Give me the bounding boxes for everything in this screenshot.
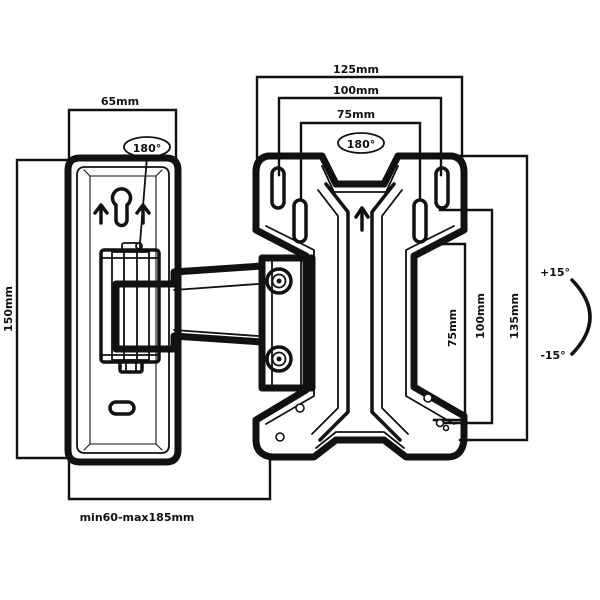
vesa-plate-outline — [252, 152, 468, 461]
label-vesa-100-h: 100mm — [333, 84, 379, 97]
vesa-rib-left-edge — [311, 189, 339, 435]
vesa-hole-bottom-right-outer — [435, 418, 445, 428]
dim-vesa-75-h-line — [299, 121, 422, 202]
tilt-arc-icon — [570, 278, 592, 356]
wall-plate-bottom-slot — [108, 400, 136, 416]
dim-vesa-135-v-line — [458, 154, 529, 442]
label-wall-height: 150mm — [2, 286, 15, 332]
hinge-bracket — [99, 242, 161, 374]
hinge-nut-facets — [125, 360, 137, 373]
vesa-plate-left-inner — [265, 225, 315, 425]
label-vesa-135-v: 135mm — [508, 293, 521, 339]
hinge-bracket-body — [99, 248, 161, 364]
knuckle-bolt-bottom — [265, 345, 293, 373]
vesa-hole-bottom-left-inner — [295, 403, 305, 413]
dim-vesa-75-v-line — [432, 242, 467, 422]
label-vesa-125-h: 125mm — [333, 63, 379, 76]
knuckle-bolt-bottom-inner — [271, 351, 287, 367]
vesa-rib-right — [370, 182, 402, 442]
dim-wall-height-line — [15, 158, 72, 460]
wall-plate — [64, 154, 182, 466]
hinge-top-cap — [121, 242, 141, 252]
label-vesa-75-v: 75mm — [446, 309, 459, 347]
wall-rotation-label: 180° — [133, 142, 161, 155]
label-extension: min60-max185mm — [80, 511, 195, 524]
vesa-rib-left — [318, 182, 350, 442]
vesa-slot-top-left-outer — [270, 166, 286, 210]
plate-rotation-label: 180° — [347, 138, 375, 151]
label-vesa-75-h: 75mm — [337, 108, 375, 121]
plate-rotation-arc-icon — [337, 132, 385, 154]
vesa-hole-bottom-right-inner — [423, 393, 433, 403]
dimension-labels: 65mm 150mm min60-max185mm 125mm 100mm 75… — [2, 63, 570, 524]
knuckle-bolt-top — [265, 267, 293, 295]
vesa-slot-top-left-inner — [292, 198, 308, 244]
tilt-indicator — [570, 278, 592, 356]
label-wall-width: 65mm — [101, 95, 139, 108]
up-arrow-left-icon — [93, 203, 109, 225]
knuckle-bolt-top-center — [276, 278, 282, 284]
dim-extension-line — [67, 453, 272, 501]
vesa-plate-bottom-inner — [315, 431, 405, 449]
hinge-barrel-lines — [123, 251, 138, 361]
wall-rotation-leader — [139, 156, 148, 244]
vesa-plate-top-notch — [321, 165, 399, 193]
vesa-rib-right-edge — [381, 189, 409, 435]
dim-vesa-100-h-line — [277, 96, 443, 177]
label-vesa-100-v: 100mm — [474, 293, 487, 339]
vesa-slot-top-right-outer — [434, 166, 450, 210]
label-tilt-down: -15° — [540, 349, 565, 362]
wall-plate-outline — [64, 154, 182, 466]
rotation-indicators: 180° 180° — [123, 132, 385, 244]
dimension-lines — [15, 75, 529, 501]
hinge-nut — [118, 359, 144, 374]
vesa-up-arrow-icon — [354, 206, 370, 232]
knuckle-bolt-top-inner — [271, 273, 287, 289]
swivel-knuckle — [258, 254, 316, 392]
knuckle-bolt-bottom-center — [276, 356, 282, 362]
hinge-bracket-edges — [100, 257, 160, 356]
swivel-knuckle-outline — [258, 254, 316, 392]
keyhole-slot-icon — [110, 187, 133, 228]
dim-vesa-125-h-line — [255, 75, 464, 160]
vesa-hole-bottom-right-small — [442, 424, 450, 432]
arm-edges — [173, 283, 259, 337]
vesa-slot-top-right-inner — [412, 198, 428, 244]
dim-wall-width-line — [67, 108, 178, 170]
vesa-plate-right-inner — [405, 225, 455, 425]
wall-plate-inner-edge — [76, 166, 170, 454]
label-tilt-up: +15° — [540, 266, 570, 279]
vesa-hole-bottom-left-outer — [275, 432, 285, 442]
wall-plate-bevel — [83, 169, 163, 451]
vesa-plate — [252, 152, 468, 461]
